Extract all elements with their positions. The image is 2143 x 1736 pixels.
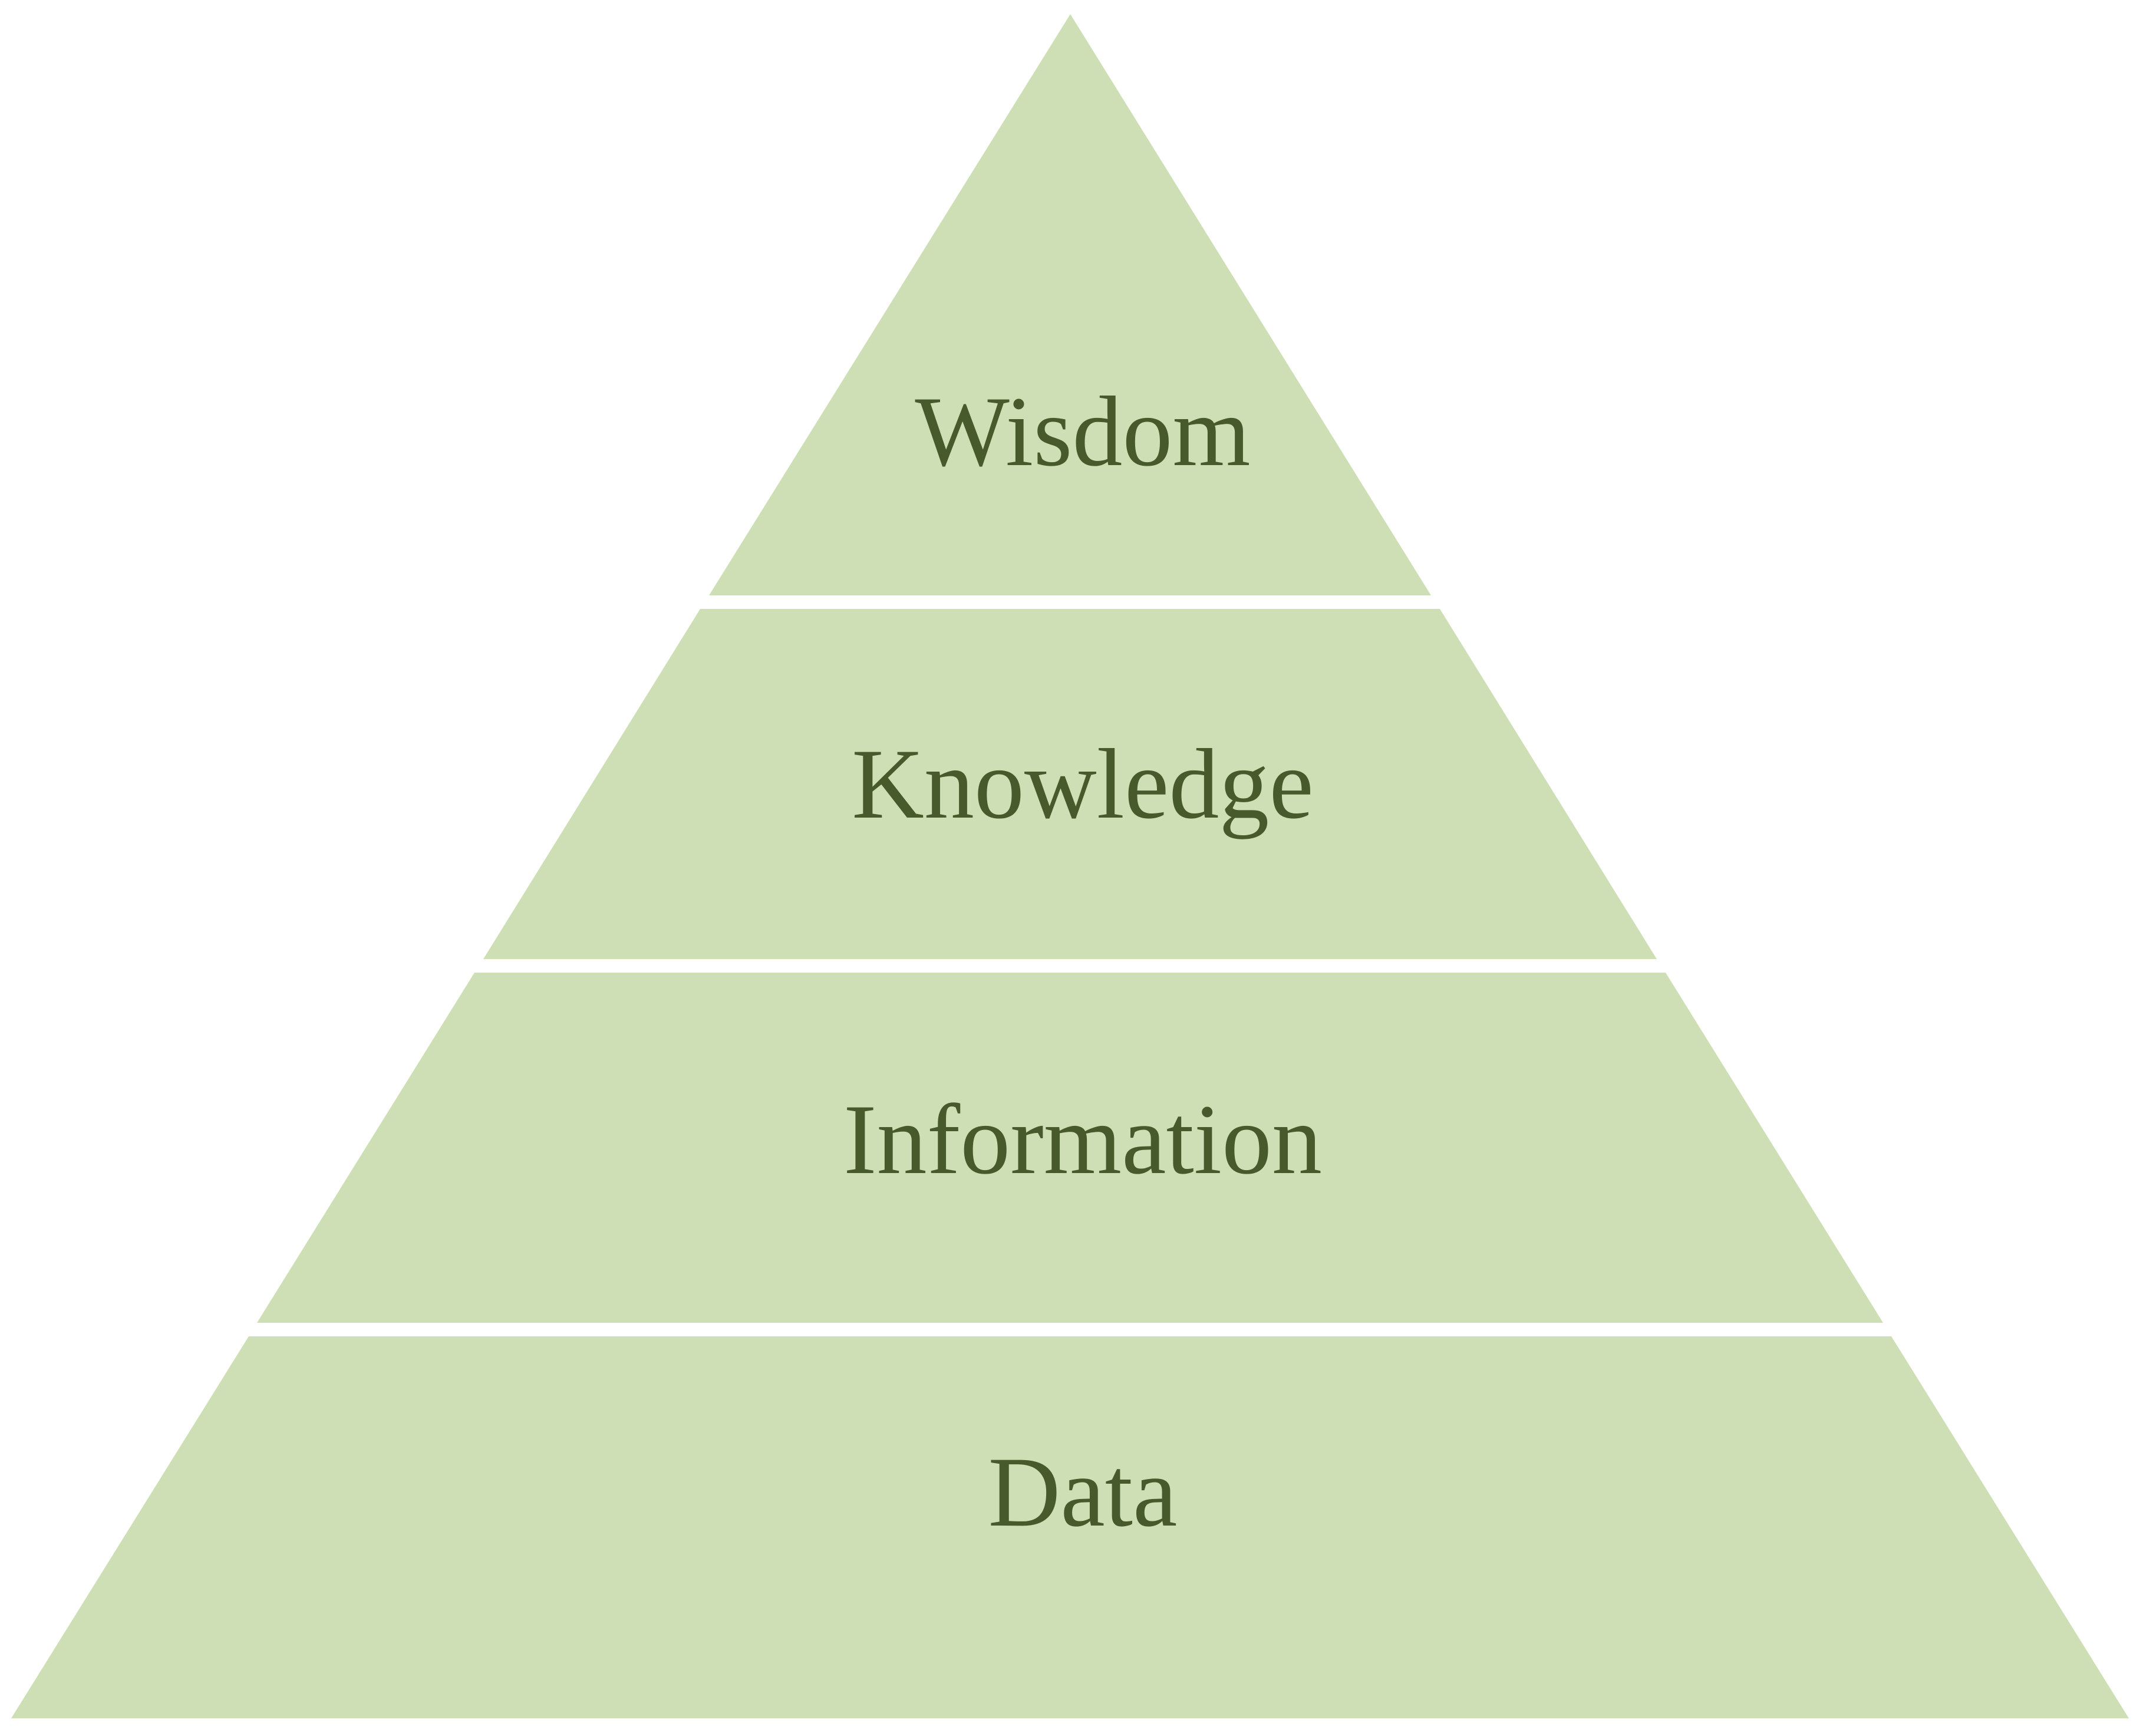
tier-information-label: Information	[843, 1084, 1322, 1195]
tier-information: Information	[257, 973, 1883, 1323]
tier-data: Data	[11, 1336, 2129, 1718]
tier-knowledge: Knowledge	[483, 609, 1657, 959]
tier-wisdom-shape	[709, 14, 1431, 595]
tier-knowledge-label: Knowledge	[852, 729, 1314, 839]
tier-knowledge-shape	[483, 609, 1657, 959]
tier-data-label: Data	[988, 1437, 1178, 1547]
tier-data-shape	[11, 1336, 2129, 1718]
tier-wisdom-label: Wisdom	[915, 376, 1250, 487]
tier-information-shape	[257, 973, 1883, 1323]
tier-wisdom: Wisdom	[709, 14, 1431, 595]
